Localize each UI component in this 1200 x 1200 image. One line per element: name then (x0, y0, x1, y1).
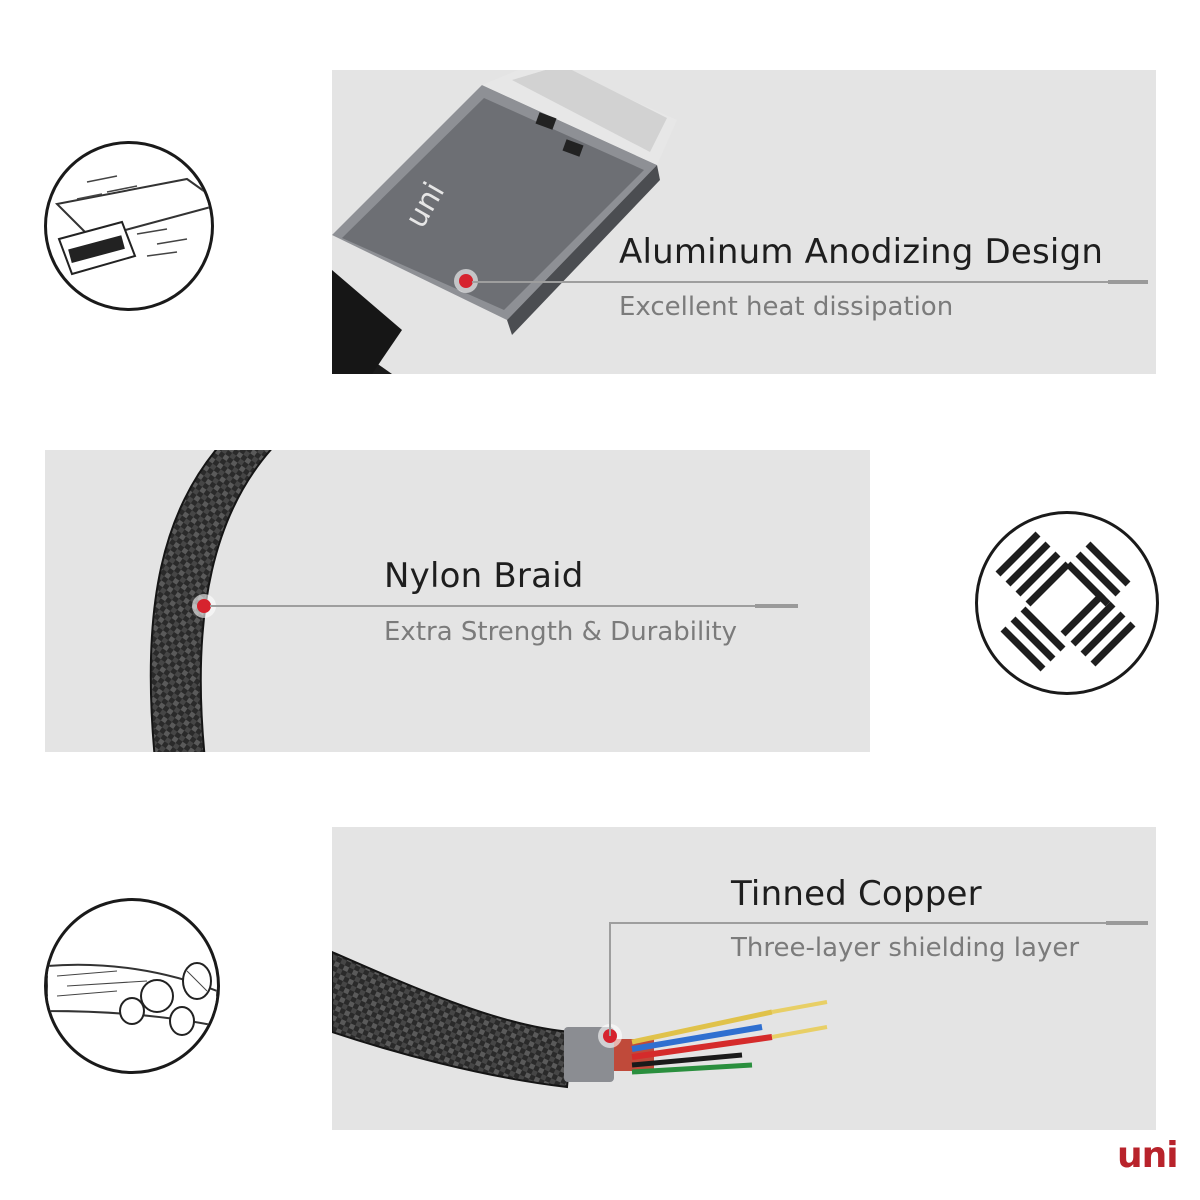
leader-line (210, 605, 755, 607)
leader-line (472, 281, 1108, 283)
weave-pattern-icon (975, 511, 1159, 695)
cable-core-illustration (332, 950, 828, 1089)
usb-connector-illustration: uni (332, 70, 677, 374)
cable-wires-icon (44, 898, 220, 1074)
feature-subtitle-aluminum: Excellent heat dissipation (619, 292, 954, 322)
leader-endcap (1108, 280, 1148, 284)
leader-line (609, 922, 1106, 924)
feature-title-copper: Tinned Copper (731, 874, 982, 914)
leader-endcap (755, 604, 798, 608)
braided-cable-illustration (149, 450, 272, 752)
feature-panel-copper (332, 827, 1156, 1130)
feature-subtitle-nylon: Extra Strength & Durability (384, 617, 738, 647)
feature-subtitle-copper: Three-layer shielding layer (731, 933, 1080, 963)
marker-dot (459, 274, 473, 288)
heat-dissipation-connector-icon (44, 141, 214, 311)
feature-panel-aluminum: uni (332, 70, 1156, 374)
marker-dot (603, 1029, 617, 1043)
marker-dot (197, 599, 211, 613)
leader-line-vertical (609, 923, 611, 1036)
feature-title-nylon: Nylon Braid (384, 556, 584, 596)
feature-title-aluminum: Aluminum Anodizing Design (619, 232, 1104, 272)
brand-logo: uni (1117, 1135, 1179, 1176)
leader-endcap (1106, 921, 1148, 925)
feature-panel-nylon (45, 450, 870, 752)
